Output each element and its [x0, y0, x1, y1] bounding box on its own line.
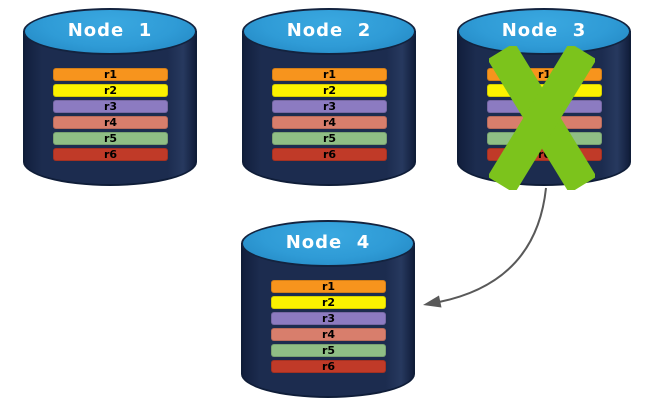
node-4: Node 4 r1 r2 r3 r4 r5 r6: [241, 220, 415, 398]
node-4-records: r1 r2 r3 r4 r5 r6: [271, 280, 386, 373]
record-bar-r6: r6: [272, 148, 387, 161]
record-bar-r3: r3: [53, 100, 168, 113]
record-bar-r6: r6: [271, 360, 386, 373]
record-bar-r5: r5: [271, 344, 386, 357]
node-4-cylinder-top: Node 4: [241, 220, 415, 267]
record-bar-r2: r2: [53, 84, 168, 97]
node-2-title: Node 2: [286, 20, 372, 41]
record-bar-r2: r2: [271, 296, 386, 309]
record-bar-r4: r4: [271, 328, 386, 341]
record-bar-r6: r6: [53, 148, 168, 161]
node-2-cylinder-top: Node 2: [242, 8, 416, 55]
record-bar-r3: r3: [272, 100, 387, 113]
failure-x-icon: [489, 46, 595, 190]
node-1: Node 1 r1 r2 r3 r4 r5 r6: [23, 8, 197, 186]
node-1-cylinder-top: Node 1: [23, 8, 197, 55]
node-1-records: r1 r2 r3 r4 r5 r6: [53, 68, 168, 161]
record-bar-r4: r4: [53, 116, 168, 129]
node-1-title: Node 1: [67, 20, 153, 41]
node-3-title: Node 3: [501, 20, 587, 41]
record-bar-r5: r5: [272, 132, 387, 145]
record-bar-r4: r4: [272, 116, 387, 129]
node-4-title: Node 4: [285, 232, 371, 253]
record-bar-r1: r1: [53, 68, 168, 81]
record-bar-r1: r1: [271, 280, 386, 293]
record-bar-r2: r2: [272, 84, 387, 97]
node-2-records: r1 r2 r3 r4 r5 r6: [272, 68, 387, 161]
record-bar-r3: r3: [271, 312, 386, 325]
record-bar-r1: r1: [272, 68, 387, 81]
node-2: Node 2 r1 r2 r3 r4 r5 r6: [242, 8, 416, 186]
node-3-cylinder-top: Node 3: [457, 8, 631, 55]
record-bar-r5: r5: [53, 132, 168, 145]
